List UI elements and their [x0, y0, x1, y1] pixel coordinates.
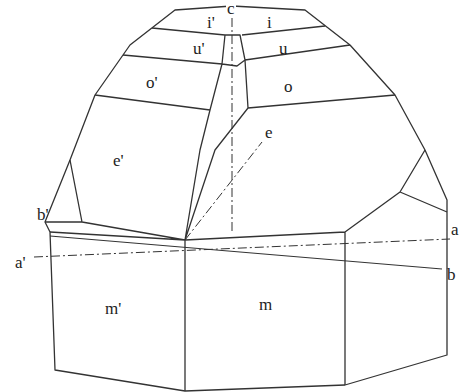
axis-label: b [446, 266, 457, 283]
face-label: u [278, 40, 289, 57]
face-label: e' [112, 152, 125, 169]
crystal-outline [45, 6, 447, 391]
b-line [50, 236, 442, 269]
face-label: u' [192, 40, 206, 57]
face-label: i' [206, 14, 216, 31]
c-axis [232, 18, 233, 232]
face-label: o' [145, 74, 159, 91]
axis-label: a' [14, 254, 27, 271]
face-label: m [258, 296, 273, 313]
face-label: o [283, 78, 294, 95]
face-label: e [264, 124, 274, 141]
e-axis [185, 142, 262, 240]
face-c: c [226, 0, 236, 17]
a-axis [34, 239, 450, 257]
face-label: m' [104, 300, 122, 317]
face-label: i [266, 14, 273, 31]
axis-label: b' [36, 206, 50, 223]
face-edges [45, 26, 447, 391]
axis-label: a [450, 221, 460, 238]
